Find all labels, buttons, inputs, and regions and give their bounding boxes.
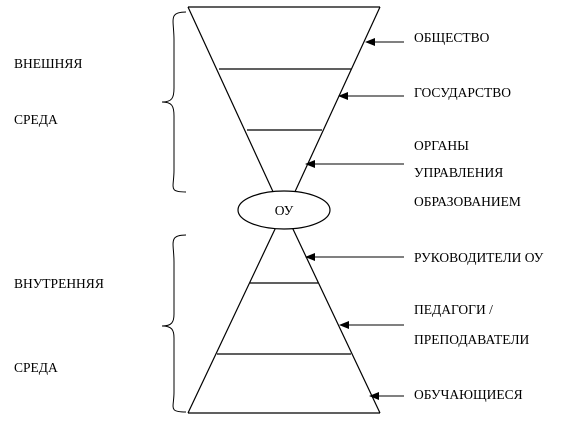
internal-label-line2: СРЕДА bbox=[14, 360, 58, 375]
external-funnel-right-edge bbox=[292, 6, 381, 197]
label-managers: РУКОВОДИТЕЛИ ОУ bbox=[414, 250, 544, 265]
center-ellipse bbox=[237, 190, 331, 230]
external-label-line2: СРЕДА bbox=[14, 112, 58, 127]
label-teachers-line1: ПЕДАГОГИ / bbox=[414, 302, 493, 317]
label-governance-line2: УПРАВЛЕНИЯ bbox=[414, 165, 503, 180]
internal-brace bbox=[161, 234, 187, 413]
external-label-line1: ВНЕШНЯЯ bbox=[14, 56, 82, 71]
internal-pyramid-right-edge bbox=[291, 226, 381, 414]
label-teachers-line2: ПРЕПОДАВАТЕЛИ bbox=[414, 332, 529, 347]
external-funnel-left-edge bbox=[187, 6, 276, 197]
label-students: ОБУЧАЮЩИЕСЯ bbox=[414, 387, 523, 402]
internal-pyramid-left-edge bbox=[187, 226, 277, 414]
label-governance-line3: ОБРАЗОВАНИЕМ bbox=[414, 194, 521, 209]
label-society: ОБЩЕСТВО bbox=[414, 30, 490, 45]
center-label: ОУ bbox=[275, 203, 294, 218]
label-state: ГОСУДАРСТВО bbox=[414, 85, 511, 100]
label-governance-line1: ОРГАНЫ bbox=[414, 138, 469, 153]
external-brace bbox=[161, 11, 187, 193]
internal-label-line1: ВНУТРЕННЯЯ bbox=[14, 276, 104, 291]
